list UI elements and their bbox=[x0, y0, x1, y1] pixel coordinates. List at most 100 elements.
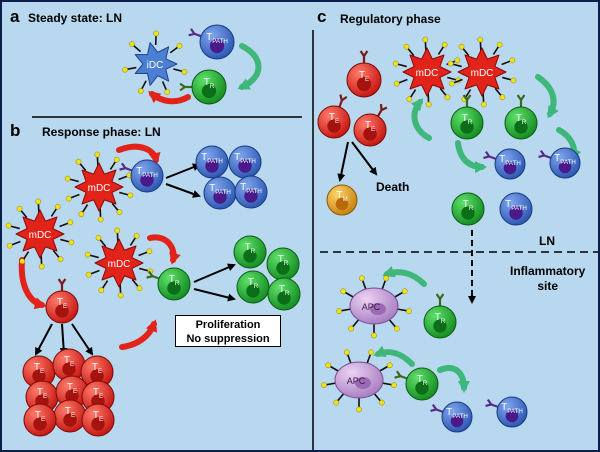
svg-text:TE: TE bbox=[65, 406, 75, 419]
mdc-c-right: mDC bbox=[447, 36, 517, 108]
svg-text:TE: TE bbox=[365, 120, 375, 133]
svg-text:TE: TE bbox=[57, 297, 67, 310]
svg-text:mDC: mDC bbox=[88, 183, 111, 194]
panel-c-letter: c bbox=[317, 7, 327, 26]
arrow-b-tpath-up bbox=[165, 163, 201, 179]
treg-cell-a: TR bbox=[179, 69, 227, 105]
idc-cell: iDC bbox=[122, 30, 188, 95]
proliferation-line-1: Proliferation bbox=[195, 319, 261, 331]
panel-a-title: Steady state: LN bbox=[28, 11, 123, 25]
tm-cell-c: TM bbox=[326, 184, 358, 216]
panel-c-title: Regulatory phase bbox=[340, 12, 441, 26]
teff-clone-8: TE bbox=[23, 403, 57, 437]
svg-text:mDC: mDC bbox=[471, 68, 494, 79]
ln-label: LN bbox=[539, 234, 555, 248]
teff-cell-c1: TE bbox=[346, 50, 382, 98]
green-arrow-c7 bbox=[437, 365, 470, 393]
svg-text:TR: TR bbox=[169, 274, 180, 287]
teff-cell-c3: TE bbox=[353, 104, 388, 147]
arrows bbox=[18, 43, 582, 393]
arrow-b-treg-up bbox=[193, 263, 236, 283]
arrow-b-teff-2 bbox=[59, 323, 68, 356]
svg-text:TR: TR bbox=[248, 277, 259, 290]
divider-lines bbox=[32, 30, 598, 450]
treg-cell-b: TR bbox=[146, 267, 191, 301]
tpath-cell-b2: TPATH bbox=[195, 145, 229, 179]
tpath-cell-b4: TPATH bbox=[203, 176, 237, 210]
svg-text:TR: TR bbox=[279, 284, 290, 297]
teff-clone-9: TE bbox=[81, 403, 115, 437]
teff-cell-b: TE bbox=[45, 278, 79, 324]
teff-clone-7: TE bbox=[53, 399, 87, 433]
tpath-cell-b1: TPATH bbox=[119, 159, 164, 193]
svg-text:mDC: mDC bbox=[29, 230, 52, 241]
inflammatory-line-1: Inflammatory bbox=[510, 264, 586, 278]
tpath-cell-c4: TPATH bbox=[430, 401, 473, 433]
apc-cell-top: APC bbox=[336, 275, 412, 339]
panel-b-title: Response phase: LN bbox=[42, 125, 161, 139]
svg-text:TR: TR bbox=[204, 77, 215, 90]
arrow-b-treg-down bbox=[193, 288, 236, 302]
death-label: Death bbox=[376, 180, 410, 194]
svg-text:TR: TR bbox=[417, 374, 428, 387]
teff-clone-5: TE bbox=[55, 375, 89, 409]
svg-text:TE: TE bbox=[329, 112, 339, 125]
treg-cell-c4: TR bbox=[423, 293, 457, 339]
mdc-b-mid: mDC bbox=[84, 227, 154, 299]
tpath-cell-c3: TPATH bbox=[499, 192, 533, 226]
green-arrow-c1 bbox=[410, 98, 432, 141]
svg-text:TE: TE bbox=[93, 410, 103, 423]
mdc-b-top: mDC bbox=[64, 151, 134, 223]
treg-cell-b2: TR bbox=[233, 235, 267, 269]
arrow-c-to-tm bbox=[337, 141, 349, 182]
green-arrow-c3 bbox=[535, 74, 559, 119]
svg-text:TE: TE bbox=[359, 70, 369, 83]
apc-cell-bottom: APC bbox=[321, 349, 397, 413]
tpath-cell-a: TPATH bbox=[188, 24, 235, 60]
svg-text:TR: TR bbox=[516, 113, 527, 126]
treg-cell-b3: TR bbox=[266, 247, 300, 281]
arrow-c-to-death bbox=[351, 141, 378, 176]
arrow-b-teff-1 bbox=[35, 323, 53, 356]
treg-cell-c2: TR bbox=[504, 94, 538, 140]
svg-text:mDC: mDC bbox=[416, 68, 439, 79]
mdc-b-left: mDC bbox=[5, 198, 75, 270]
treg-cell-b4: TR bbox=[236, 270, 270, 304]
green-arrow-a bbox=[237, 43, 262, 90]
svg-text:APC: APC bbox=[362, 302, 381, 312]
teff-clone-3: TE bbox=[80, 355, 114, 389]
svg-text:TE: TE bbox=[67, 382, 77, 395]
treg-cell-c5: TR bbox=[394, 367, 439, 401]
svg-text:TR: TR bbox=[278, 254, 289, 267]
red-arrow-b-mid bbox=[147, 234, 181, 265]
svg-text:TE: TE bbox=[93, 387, 103, 400]
tpath-cell-b5: TPATH bbox=[234, 175, 268, 209]
inflammatory-site-label: Inflammatory site bbox=[510, 264, 585, 294]
svg-text:TR: TR bbox=[245, 242, 256, 255]
red-arrow-b-bottom bbox=[119, 319, 158, 350]
arrow-b-tpath-down bbox=[165, 183, 201, 198]
red-arrow-a bbox=[148, 90, 191, 105]
treg-cell-c1: TR bbox=[450, 94, 484, 140]
red-arrow-b-top bbox=[116, 143, 161, 165]
svg-text:TM: TM bbox=[336, 190, 347, 203]
arrow-b-teff-3 bbox=[71, 323, 94, 356]
tpath-cell-b3: TPATH bbox=[228, 145, 262, 179]
tpath-cell-c2: TPATH bbox=[538, 147, 581, 179]
green-arrow-c5 bbox=[382, 265, 427, 287]
panel-b-letter: b bbox=[10, 121, 21, 140]
svg-text:APC: APC bbox=[347, 376, 366, 386]
svg-text:TE: TE bbox=[92, 362, 102, 375]
inflammatory-line-2: site bbox=[537, 279, 559, 293]
teff-clone-2: TE bbox=[52, 348, 86, 382]
svg-text:TR: TR bbox=[462, 113, 473, 126]
tpath-cell-c5: TPATH bbox=[485, 396, 528, 428]
svg-text:iDC: iDC bbox=[147, 60, 164, 71]
proliferation-line-2: No suppression bbox=[186, 333, 270, 345]
svg-text:TE: TE bbox=[64, 355, 74, 368]
tpath-cell-c1: TPATH bbox=[483, 148, 526, 180]
svg-text:TE: TE bbox=[35, 410, 45, 423]
teff-cell-c2: TE bbox=[317, 94, 351, 139]
